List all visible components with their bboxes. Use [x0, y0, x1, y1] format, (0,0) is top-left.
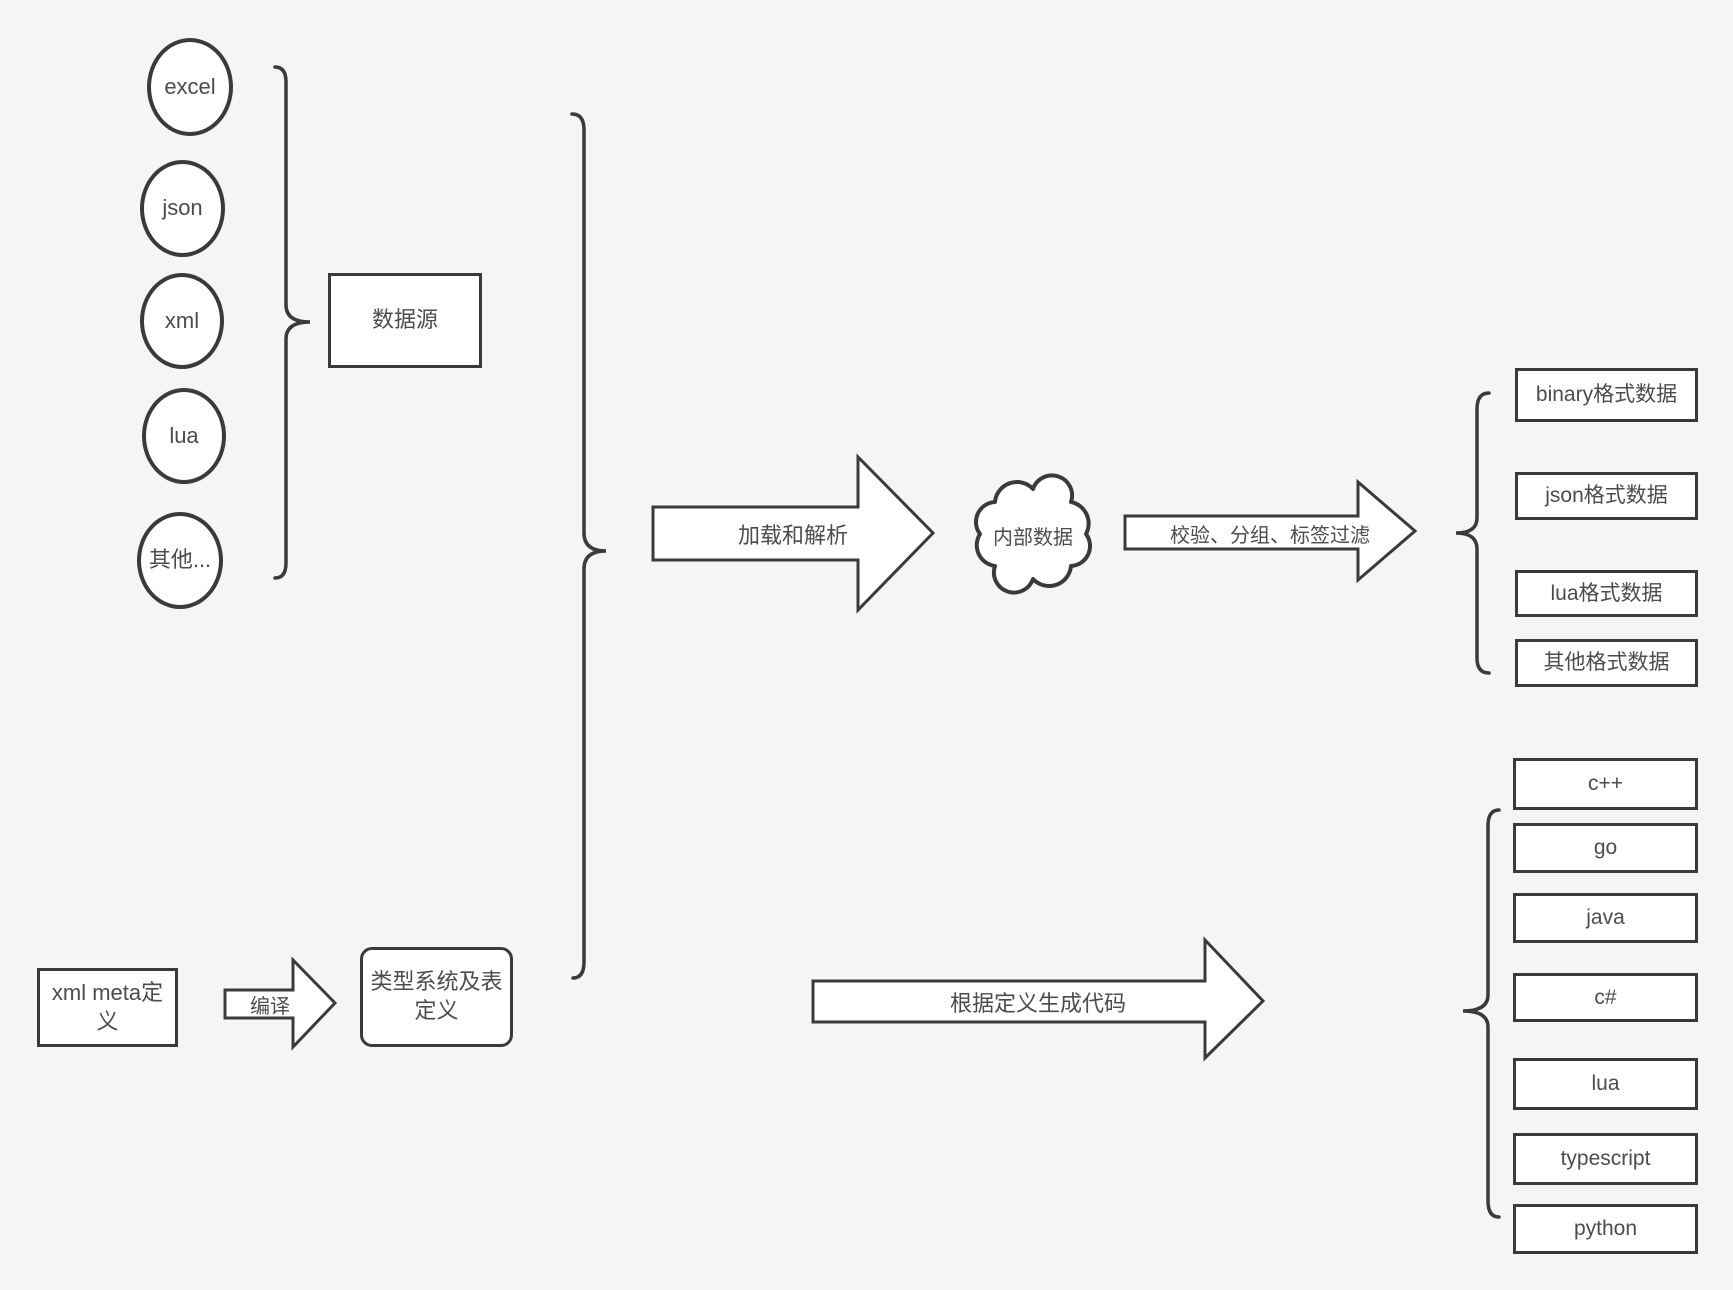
filter-arrow-label: 校验、分组、标签过滤: [1125, 513, 1415, 553]
data-format-group-brace: [1455, 391, 1491, 675]
format-box-other: 其他格式数据: [1515, 639, 1698, 687]
load-parse-arrow: [651, 453, 936, 614]
format-box-label: 其他格式数据: [1543, 651, 1670, 675]
source-node-label: excel: [164, 73, 216, 99]
format-box-label: lua格式数据: [1550, 581, 1663, 605]
source-node-label: json: [162, 195, 203, 221]
internal-data-cloud: [974, 473, 1092, 595]
data-source-label: 数据源: [371, 307, 438, 333]
format-box-json: json格式数据: [1515, 472, 1698, 520]
internal-data-cloud-label: 内部数据: [973, 520, 1093, 550]
language-box-typescript: typescript: [1513, 1133, 1698, 1185]
format-box-lua: lua格式数据: [1515, 570, 1698, 617]
sources-group-brace: [273, 65, 311, 580]
language-box-label: go: [1593, 836, 1618, 860]
compile-arrow-label: 编译: [215, 989, 325, 1019]
language-box-label: java: [1586, 906, 1625, 930]
format-box-binary: binary格式数据: [1515, 368, 1698, 422]
format-box-label: binary格式数据: [1535, 383, 1678, 407]
language-box-label: c#: [1594, 985, 1617, 1009]
source-node-label: xml: [164, 307, 200, 333]
language-box-python: python: [1513, 1204, 1698, 1254]
generate-code-arrow: [811, 936, 1266, 1062]
source-node-label: 其他...: [148, 547, 212, 573]
filter-arrow-text: 校验、分组、标签过滤: [1170, 524, 1370, 547]
language-box-csharp: c#: [1513, 973, 1698, 1022]
language-box-label: typescript: [1560, 1147, 1651, 1171]
data-source-box: 数据源: [328, 273, 482, 368]
source-node-label: lua: [169, 422, 199, 448]
filter-arrow: [1123, 478, 1418, 584]
internal-data-text: 内部数据: [993, 526, 1073, 549]
generate-code-text: 根据定义生成代码: [949, 990, 1126, 1016]
language-box-cpp: c++: [1513, 758, 1698, 810]
language-box-lua: lua: [1513, 1058, 1698, 1110]
compile-arrow: [223, 956, 338, 1051]
load-parse-text: 加载和解析: [737, 522, 848, 548]
language-box-go: go: [1513, 823, 1698, 873]
type-system-box: 类型系统及表定义: [360, 947, 513, 1047]
source-node-json: json: [140, 160, 225, 257]
source-node-lua: lua: [142, 388, 226, 484]
language-box-label: python: [1573, 1217, 1638, 1241]
language-box-java: java: [1513, 893, 1698, 943]
format-box-label: json格式数据: [1545, 484, 1668, 508]
xml-meta-definition-box: xml meta定义: [37, 968, 178, 1047]
language-box-label: c++: [1587, 772, 1624, 796]
source-node-xml: xml: [140, 273, 224, 369]
source-node-excel: excel: [147, 38, 233, 136]
language-group-brace: [1462, 808, 1501, 1219]
pipeline-input-brace: [570, 112, 607, 980]
type-system-label: 类型系统及表定义: [370, 969, 503, 1023]
source-node-other: 其他...: [137, 512, 223, 609]
language-box-label: lua: [1591, 1072, 1620, 1096]
load-parse-arrow-label: 加载和解析: [653, 507, 933, 560]
xml-meta-definition-label: xml meta定义: [51, 979, 164, 1034]
compile-arrow-text: 编译: [250, 995, 290, 1018]
generate-code-arrow-label: 根据定义生成代码: [813, 981, 1263, 1022]
